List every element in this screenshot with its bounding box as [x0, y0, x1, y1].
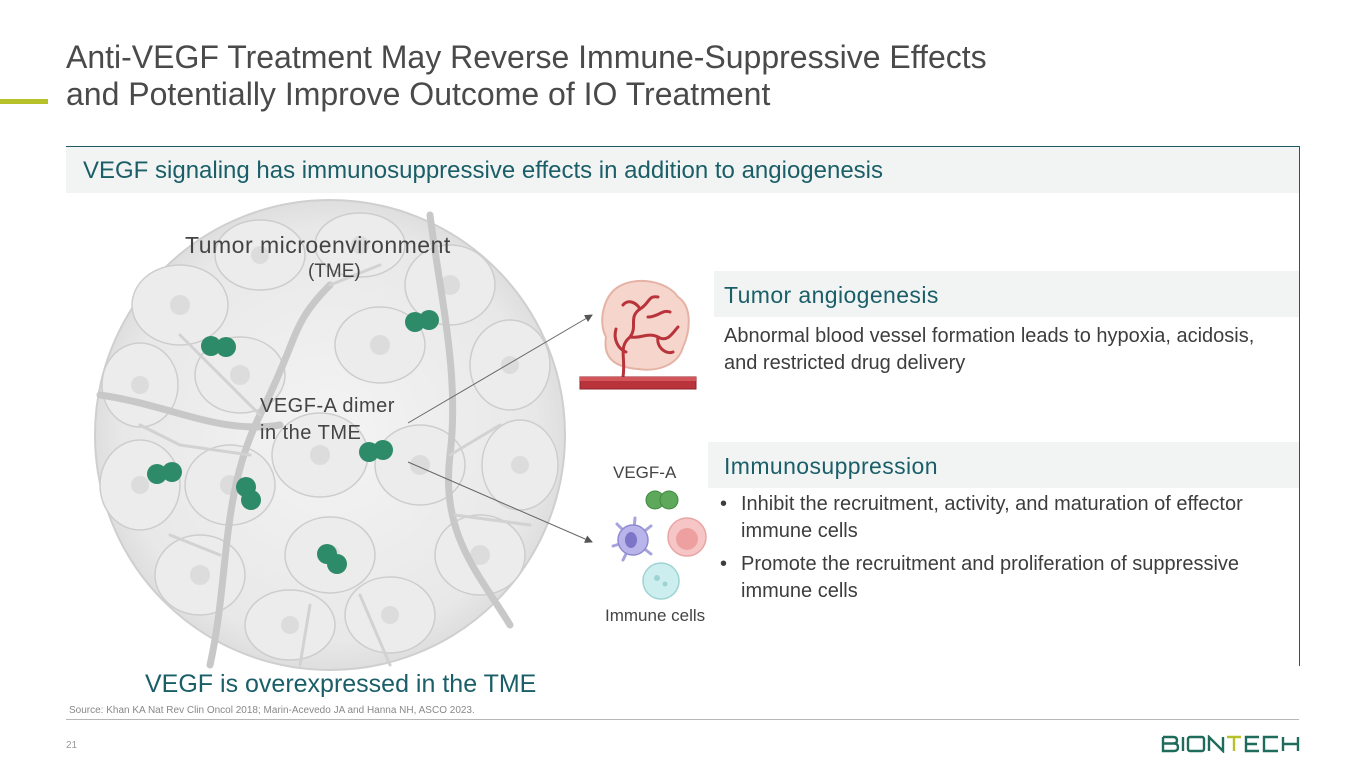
biontech-logo: [1161, 735, 1300, 753]
list-item: • Inhibit the recruitment, activity, and…: [720, 491, 1280, 545]
list-item: • Promote the recruitment and proliferat…: [720, 551, 1280, 605]
angiogenesis-header-background: [714, 271, 1299, 317]
title-line-2: and Potentially Improve Outcome of IO Tr…: [66, 76, 771, 112]
frame-top-border: [66, 146, 1300, 147]
banner-background: [66, 147, 1299, 193]
footer-divider: [66, 719, 1299, 720]
arrows: [407, 314, 593, 543]
slide-title: Anti-VEGF Treatment May Reverse Immune-S…: [66, 39, 1116, 113]
source-citation: Source: Khan KA Nat Rev Clin Oncol 2018;…: [69, 705, 475, 716]
frame-right-border: [1299, 146, 1300, 666]
arrow-to-angiogenesis: [407, 314, 593, 424]
tumor-microenvironment-illustration: [94, 199, 566, 671]
list-item-text: Inhibit the recruitment, activity, and m…: [741, 493, 1243, 542]
vegf-dimer-label-line-2: in the TME: [260, 422, 362, 444]
banner-text: VEGF signaling has immunosuppressive eff…: [83, 157, 884, 184]
immune-cells-label: Immune cells: [605, 606, 706, 625]
immunosuppression-title: Immunosuppression: [724, 453, 938, 479]
vegf-dimer-label-line-1: VEGF-A dimer: [260, 395, 395, 417]
accent-bar: [0, 99, 48, 104]
page-number: 21: [66, 740, 78, 751]
tme-title: Tumor microenvironment: [185, 232, 451, 258]
list-item-text: Promote the recruitment and proliferatio…: [741, 553, 1240, 602]
title-line-1: Anti-VEGF Treatment May Reverse Immune-S…: [66, 39, 987, 75]
bullet: •: [720, 553, 728, 575]
arrow-to-immune-cells: [407, 461, 593, 543]
vegfa-label: VEGF-A: [613, 463, 677, 482]
tme-caption: VEGF is overexpressed in the TME: [145, 670, 537, 698]
tumor-angiogenesis-icon: [579, 279, 697, 390]
angiogenesis-body: Abnormal blood vessel formation leads to…: [724, 325, 1255, 374]
angiogenesis-title: Tumor angiogenesis: [724, 282, 939, 308]
tme-subtitle: (TME): [308, 261, 361, 282]
immunosuppression-list: • Inhibit the recruitment, activity, and…: [720, 491, 1280, 611]
bullet: •: [720, 493, 728, 515]
immune-cells-icon: [611, 490, 707, 600]
immunosuppression-header-background: [708, 442, 1299, 488]
